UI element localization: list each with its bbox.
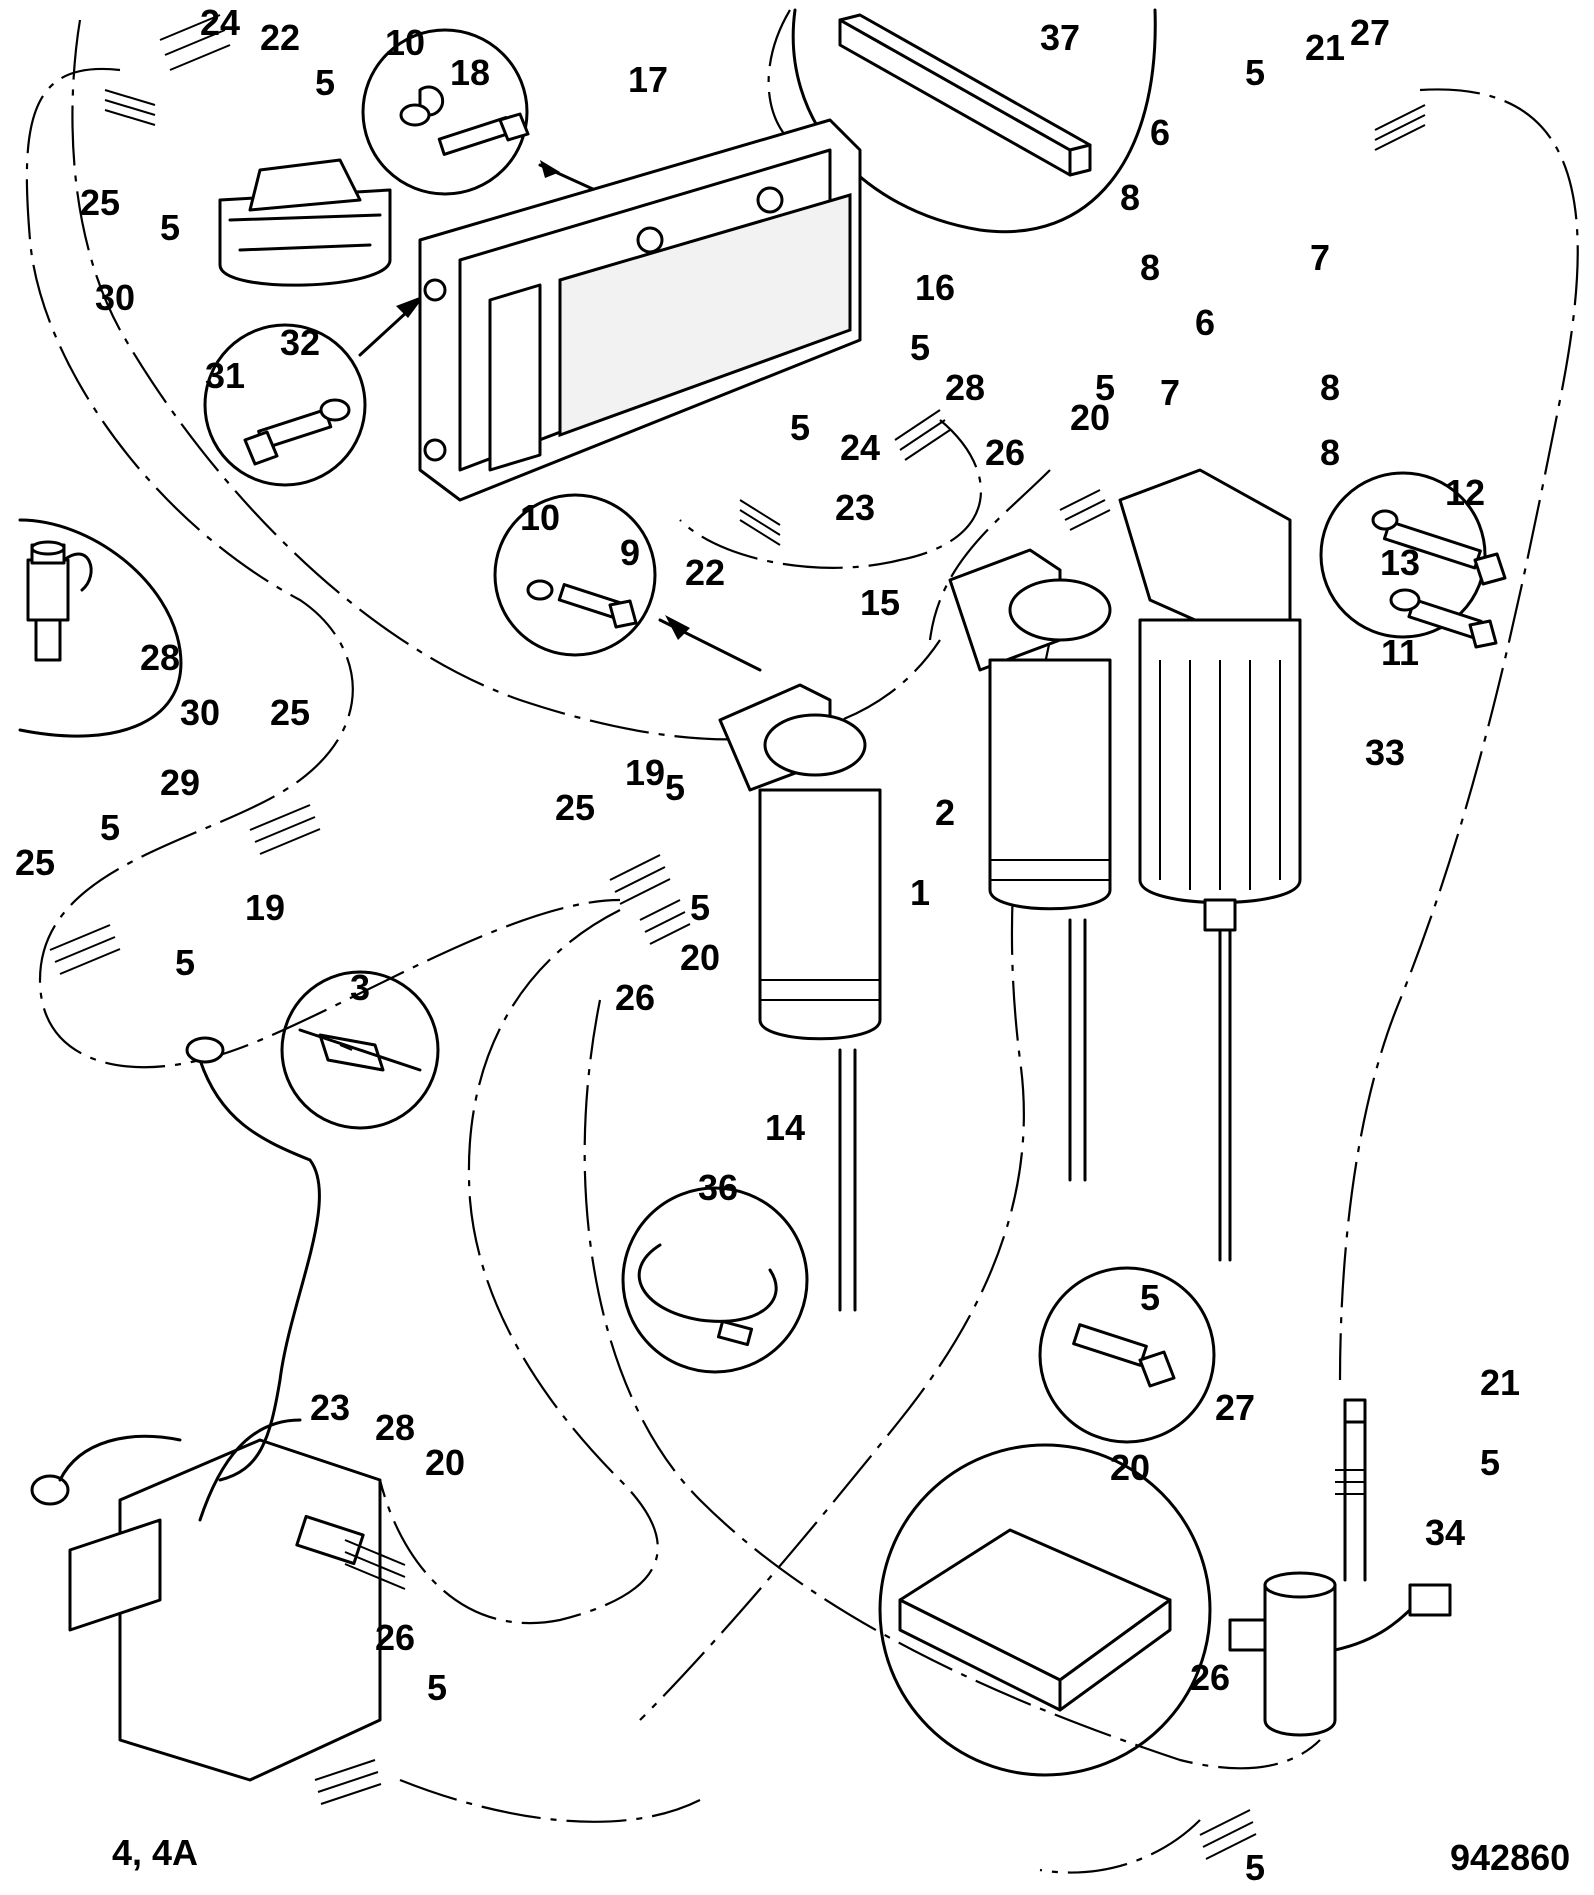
filter-3 — [718, 683, 882, 1312]
callout-30: 30 — [95, 277, 135, 318]
callout-5: 5 — [427, 1667, 447, 1708]
hose-springs — [49, 14, 1426, 1860]
callout-26: 26 — [615, 977, 655, 1018]
mounting-plate-17 — [418, 118, 862, 502]
callout-17: 17 — [628, 59, 668, 100]
callout-8: 8 — [1320, 367, 1340, 408]
callout-25: 25 — [555, 787, 595, 828]
callout-26: 26 — [1190, 1657, 1230, 1698]
callout-20: 20 — [1110, 1447, 1150, 1488]
callout-21: 21 — [1305, 27, 1345, 68]
detail-circle-33-clip — [280, 970, 440, 1130]
callout-5: 5 — [315, 62, 335, 103]
filter-1 — [1118, 468, 1302, 1262]
callout-8: 8 — [1140, 247, 1160, 288]
callout-5: 5 — [100, 807, 120, 848]
lift-pump-4 — [1228, 1398, 1452, 1737]
callout-10: 10 — [520, 497, 560, 538]
callout-4-4A: 4, 4A — [112, 1832, 198, 1873]
callout-5: 5 — [1095, 367, 1115, 408]
drawing-number: 942860 — [1450, 1837, 1570, 1878]
callout-26: 26 — [985, 432, 1025, 473]
injection-pump — [30, 1036, 382, 1782]
callout-14: 14 — [765, 1107, 805, 1148]
callout-20: 20 — [680, 937, 720, 978]
callout-13: 13 — [1380, 542, 1420, 583]
callout-25: 25 — [15, 842, 55, 883]
callout-28: 28 — [140, 637, 180, 678]
callout-32: 32 — [280, 322, 320, 363]
callout-22: 22 — [685, 552, 725, 593]
callout-28: 28 — [945, 367, 985, 408]
detail-circle-12-13-11 — [1319, 471, 1507, 649]
callout-5: 5 — [1480, 1442, 1500, 1483]
callout-5: 5 — [1245, 52, 1265, 93]
callout-1: 1 — [910, 872, 930, 913]
callout-21: 21 — [1480, 1362, 1520, 1403]
callout-25: 25 — [270, 692, 310, 733]
callout-23: 23 — [310, 1387, 350, 1428]
callout-28: 28 — [375, 1407, 415, 1448]
callout-19: 19 — [245, 887, 285, 928]
callout-30: 30 — [180, 692, 220, 733]
callout-23: 23 — [835, 487, 875, 528]
callout-2: 2 — [935, 792, 955, 833]
callout-5: 5 — [665, 767, 685, 808]
callout-12: 12 — [1445, 472, 1485, 513]
callout-18: 18 — [450, 52, 490, 93]
callout-5: 5 — [160, 207, 180, 248]
callout-24: 24 — [200, 2, 240, 43]
callout-27: 27 — [1350, 12, 1390, 53]
callout-36: 36 — [698, 1167, 738, 1208]
callout-33: 33 — [1365, 732, 1405, 773]
callout-20: 20 — [1070, 397, 1110, 438]
detail-circle-31-32 — [203, 295, 425, 487]
callout-29: 29 — [160, 762, 200, 803]
callout-8: 8 — [1120, 177, 1140, 218]
callout-6: 6 — [1150, 112, 1170, 153]
filter-2 — [948, 548, 1112, 1182]
callout-5: 5 — [910, 327, 930, 368]
callout-26: 26 — [375, 1617, 415, 1658]
detail-circle-28-sensor — [18, 518, 183, 738]
callout-7: 7 — [1310, 237, 1330, 278]
callout-5: 5 — [690, 887, 710, 928]
callout-6: 6 — [1195, 302, 1215, 343]
callout-5: 5 — [790, 407, 810, 448]
callout-9: 9 — [620, 532, 640, 573]
callout-24: 24 — [840, 427, 880, 468]
callout-8: 8 — [1320, 432, 1340, 473]
callout-31: 31 — [205, 355, 245, 396]
callout-10: 10 — [385, 22, 425, 63]
callout-5: 5 — [1245, 1847, 1265, 1888]
callout-15: 15 — [860, 582, 900, 623]
callout-19: 19 — [625, 752, 665, 793]
callout-20: 20 — [425, 1442, 465, 1483]
callout-7: 7 — [1160, 372, 1180, 413]
callout-11: 11 — [1381, 632, 1419, 673]
callout-22: 22 — [260, 17, 300, 58]
callout-5: 5 — [1140, 1277, 1160, 1318]
detail-circle-14-tie — [621, 1186, 809, 1374]
top-left-filter-cap — [218, 158, 392, 287]
detail-circle-37 — [791, 8, 1157, 234]
detail-circle-36-bolt — [1038, 1266, 1216, 1444]
callout-25: 25 — [80, 182, 120, 223]
callout-34: 34 — [1425, 1512, 1465, 1553]
callout-37: 37 — [1040, 17, 1080, 58]
detail-circle-34-tray — [878, 1443, 1212, 1777]
callout-3: 3 — [350, 967, 370, 1008]
callout-5: 5 — [175, 942, 195, 983]
callout-27: 27 — [1215, 1387, 1255, 1428]
detail-circle-10-9 — [493, 493, 762, 672]
callout-16: 16 — [915, 267, 955, 308]
